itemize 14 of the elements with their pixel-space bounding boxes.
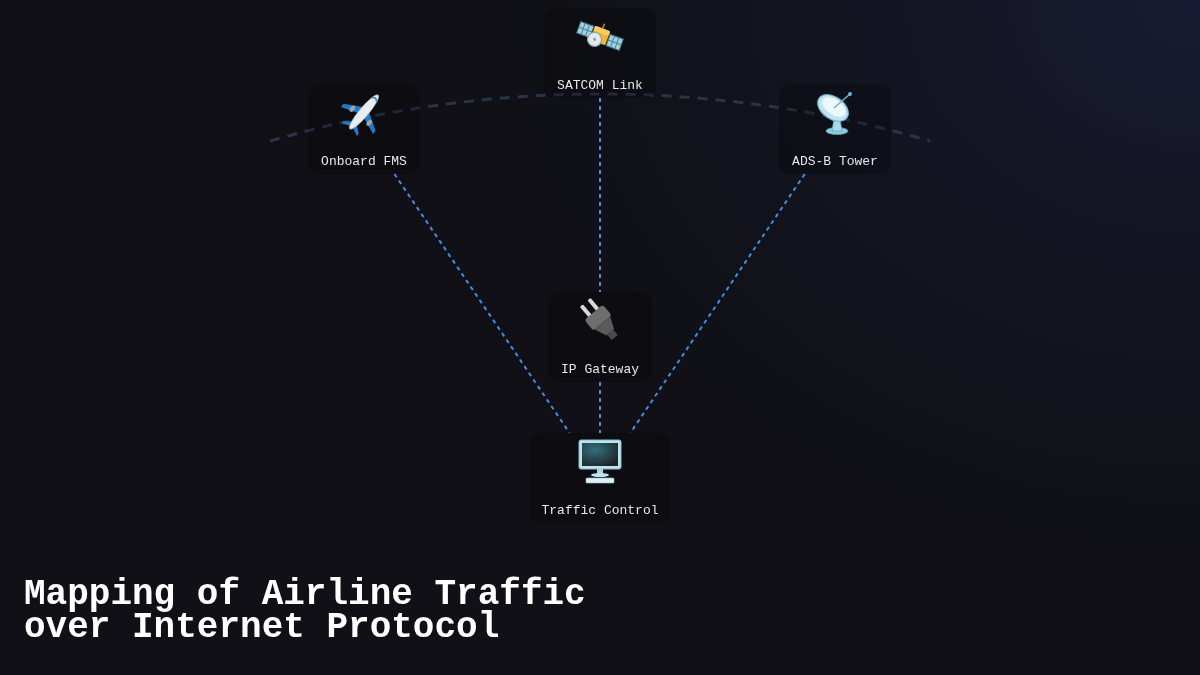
- device-node: [308, 84, 420, 174]
- device-node: [544, 8, 656, 98]
- connector-line: [599, 97, 601, 293]
- node-label: IP Gateway: [561, 362, 639, 378]
- node-label: ADS-B Tower: [792, 154, 878, 170]
- node-label: SATCOM Link: [557, 78, 643, 94]
- node-label: Traffic Control: [541, 503, 659, 519]
- device-node: [548, 292, 652, 382]
- device-node: [779, 84, 891, 174]
- connector-line: [599, 381, 601, 434]
- diagram-title: Mapping of Airline Traffic over Internet Protocol: [24, 578, 587, 644]
- connector-line: [393, 173, 571, 434]
- node-label: Onboard FMS: [321, 154, 407, 170]
- device-node: [530, 433, 670, 523]
